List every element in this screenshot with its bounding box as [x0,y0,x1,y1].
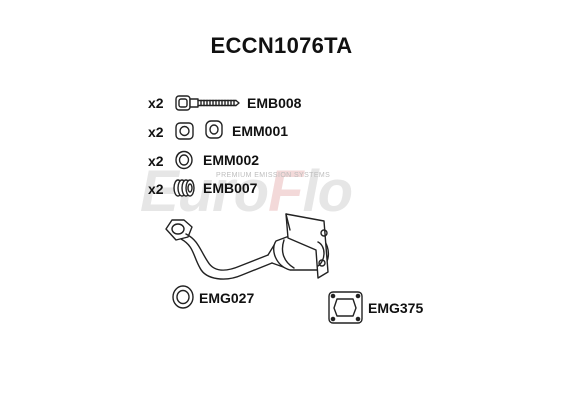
part-code: EMM002 [203,152,260,168]
euroflo-watermark-logo: EuroFlo [140,158,354,225]
part-qty: x2 [148,181,164,197]
spring-icon [173,179,195,197]
part-code: EMB007 [203,180,258,196]
part-code: EMB008 [247,95,302,111]
part-qty: x2 [148,124,164,140]
watermark-suffix: lo [302,159,354,224]
lock-nut-icon [175,150,193,170]
part-code: EMG375 [368,300,424,316]
watermark-prefix: Euro [140,159,269,224]
watermark-tagline: PREMIUM EMISSION SYSTEMS [216,172,331,179]
nut-icon [175,120,223,140]
part-qty: x2 [148,153,164,169]
part-code: EMM001 [232,123,289,139]
catalyst-pipe-assembly [165,213,329,280]
page-title: ECCN1076TA [210,33,353,58]
ring-gasket-icon [172,285,194,309]
bolt-icon [175,95,240,111]
part-code: EMG027 [199,290,255,306]
square-gasket-icon [328,291,363,324]
watermark-letter: F [268,159,303,224]
part-qty: x2 [148,95,164,111]
